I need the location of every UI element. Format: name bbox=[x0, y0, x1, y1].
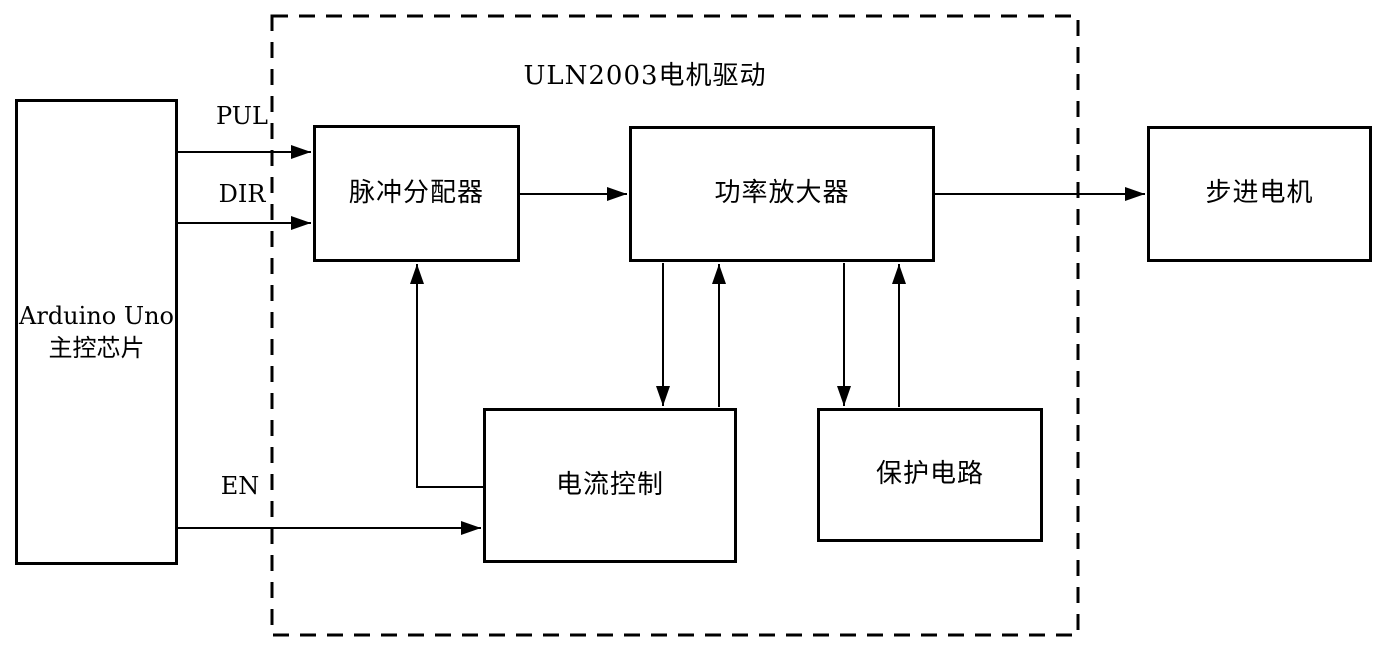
driver-module-title: ULN2003电机驱动 bbox=[523, 61, 767, 91]
arduino-uno-label-line2: 主控芯片 bbox=[48, 334, 145, 362]
stepper-motor-block: 步进电机 bbox=[1147, 126, 1372, 262]
current-to-pulse-arrow bbox=[410, 264, 483, 488]
current-control-block: 电流控制 bbox=[483, 408, 737, 563]
protection-circuit-block: 保护电路 bbox=[817, 408, 1043, 542]
pul-signal-label: PUL bbox=[216, 102, 268, 130]
current-control-label: 电流控制 bbox=[555, 469, 664, 500]
dir-signal-label: DIR bbox=[218, 180, 266, 208]
arduino-uno-block: Arduino Uno 主控芯片 bbox=[15, 99, 178, 565]
protection-circuit-label: 保护电路 bbox=[875, 459, 984, 490]
power-amplifier-label: 功率放大器 bbox=[714, 178, 850, 209]
en-signal-label: EN bbox=[220, 472, 260, 500]
driver-module-dashed-border bbox=[270, 14, 1080, 637]
pulse-distributor-block: 脉冲分配器 bbox=[313, 125, 520, 262]
arduino-uno-label-line1: Arduino Uno bbox=[19, 301, 174, 330]
power-amplifier-block: 功率放大器 bbox=[629, 126, 935, 262]
stepper-motor-label: 步进电机 bbox=[1205, 178, 1314, 209]
pulse-distributor-label: 脉冲分配器 bbox=[348, 177, 484, 208]
